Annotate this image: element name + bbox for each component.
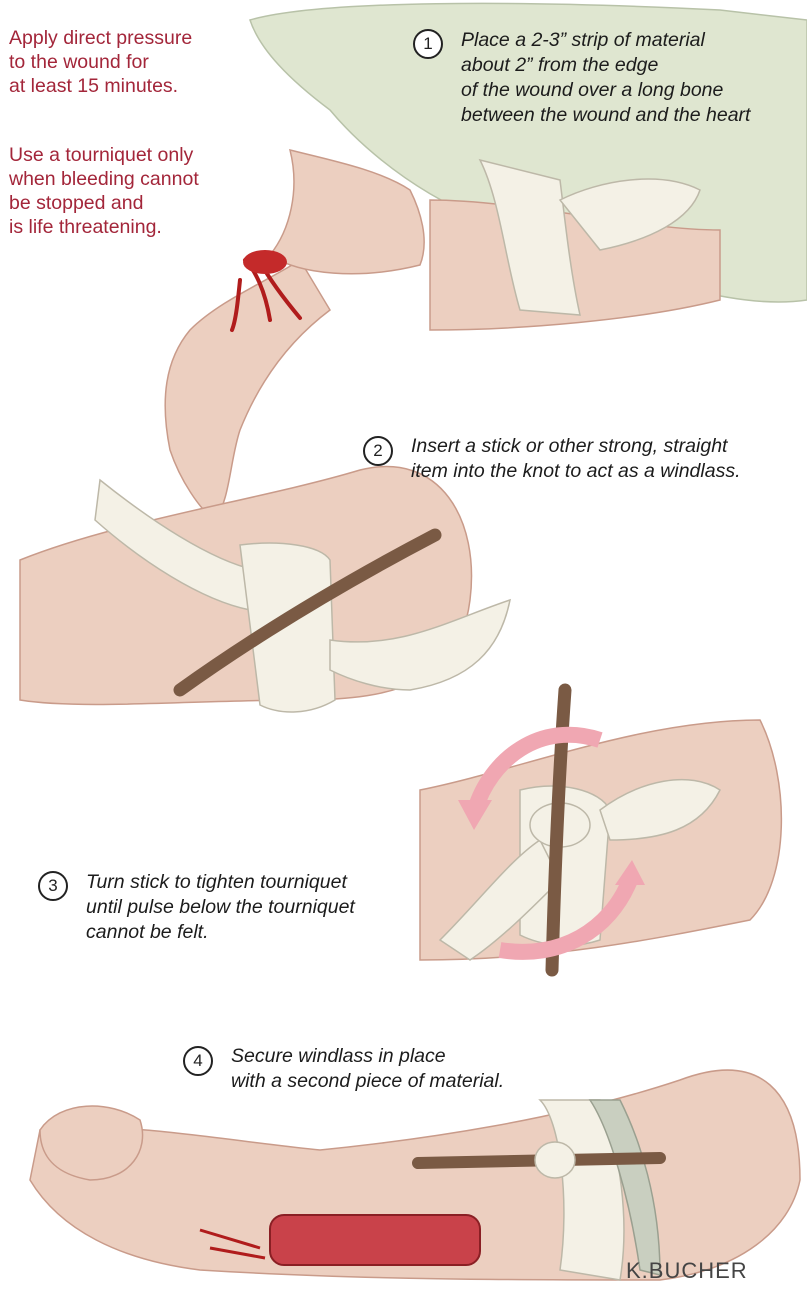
step-4-text: Secure windlass in place with a second p…	[231, 1044, 504, 1094]
step-2-number: 2	[363, 436, 393, 466]
panel-3-arm	[420, 690, 781, 970]
step-4-number: 4	[183, 1046, 213, 1076]
pressure-instruction: Apply direct pressure to the wound for a…	[9, 26, 192, 98]
step-1-text: Place a 2-3” strip of material about 2” …	[461, 28, 750, 128]
step-3-text: Turn stick to tighten tourniquet until p…	[86, 870, 355, 945]
tourniquet-warning: Use a tourniquet only when bleeding cann…	[9, 143, 199, 239]
panel-4-arm	[30, 1070, 800, 1280]
step-3-number: 3	[38, 871, 68, 901]
panel-2-arm	[20, 467, 510, 712]
step-1-number: 1	[413, 29, 443, 59]
artist-signature: K.BUCHER	[626, 1258, 748, 1284]
step-2-text: Insert a stick or other strong, straight…	[411, 434, 741, 484]
